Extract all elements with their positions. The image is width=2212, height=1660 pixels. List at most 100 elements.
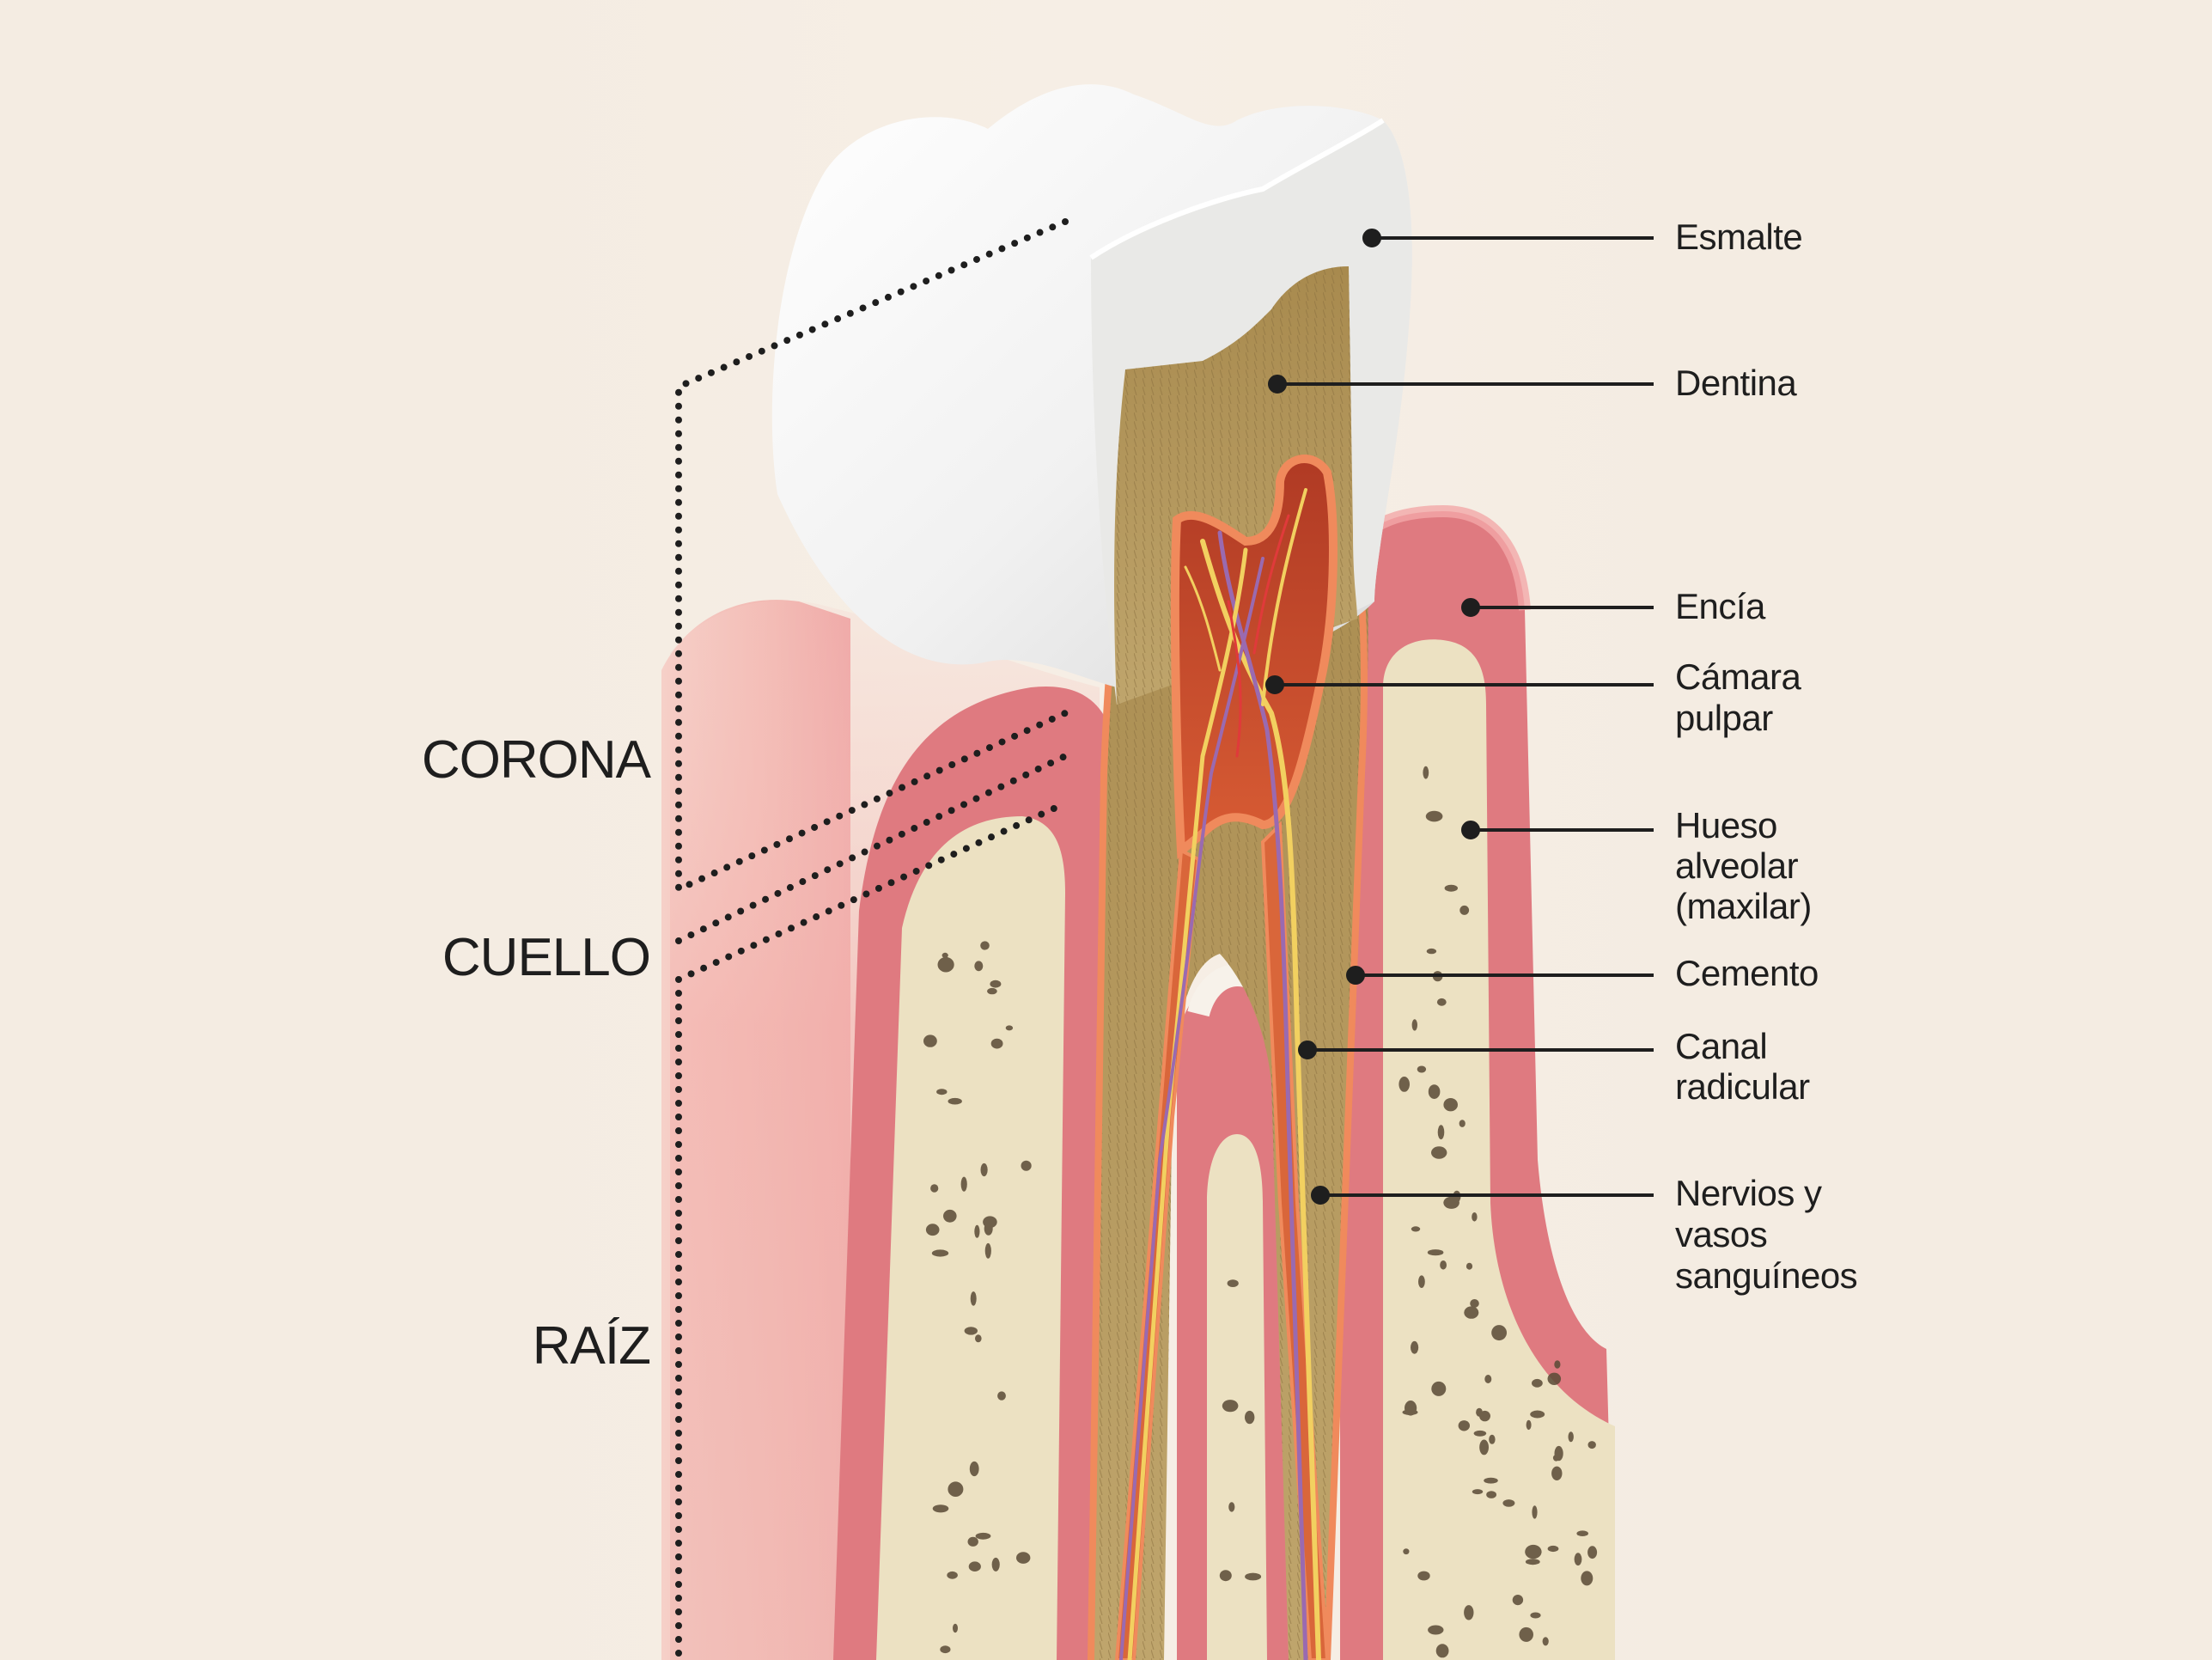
bone-pore bbox=[1479, 1410, 1490, 1422]
bone-pore bbox=[991, 1557, 1000, 1572]
bone-pore bbox=[1519, 1626, 1533, 1642]
bone-pore bbox=[1464, 1605, 1474, 1620]
bone-pore bbox=[1470, 1299, 1479, 1308]
bone-pore bbox=[987, 987, 997, 995]
bone-pore bbox=[1512, 1595, 1524, 1606]
bone-pore bbox=[967, 1536, 978, 1547]
bone-pore bbox=[1526, 1419, 1532, 1431]
bone-pore bbox=[1005, 1025, 1014, 1031]
bone-pore bbox=[930, 1184, 939, 1193]
bone-pore bbox=[1411, 1340, 1419, 1354]
bone-pore bbox=[936, 1089, 948, 1095]
bone-pore bbox=[953, 1623, 958, 1633]
bone-pore bbox=[1219, 1570, 1232, 1582]
label-canal-radicular: Canal radicular bbox=[1675, 1026, 1810, 1107]
label-camara-pulpar: Cámara pulpar bbox=[1675, 656, 1811, 738]
bone-pore bbox=[1227, 1279, 1239, 1287]
bone-pore bbox=[984, 1242, 991, 1259]
bone-pore bbox=[1532, 1505, 1538, 1519]
label-nervios-vasos: Nervios y vasos sanguíneos bbox=[1675, 1173, 1857, 1296]
bone-pore bbox=[970, 1291, 977, 1306]
bone-pore bbox=[1472, 1212, 1478, 1222]
bone-pore bbox=[1525, 1559, 1540, 1565]
bone-pore bbox=[1411, 1019, 1418, 1031]
bone-pore bbox=[1417, 1065, 1427, 1073]
bone-pore bbox=[997, 1391, 1006, 1401]
bone-pore bbox=[975, 1532, 991, 1540]
bone-pore bbox=[1484, 1375, 1492, 1383]
region-label-cuello: CUELLO bbox=[442, 928, 650, 987]
bone-pore bbox=[974, 1224, 980, 1238]
bone-pore bbox=[1423, 766, 1429, 779]
region-label-raiz: RAÍZ bbox=[533, 1316, 650, 1376]
label-esmalte: Esmalte bbox=[1675, 217, 1802, 257]
bone-pore bbox=[931, 1249, 949, 1257]
bone-pore bbox=[1425, 810, 1443, 822]
bone-left bbox=[876, 816, 1065, 1660]
bone-pore bbox=[943, 1209, 957, 1223]
bone-pore bbox=[980, 1163, 988, 1177]
bone-pore bbox=[1464, 1306, 1479, 1319]
bone-pore bbox=[1426, 948, 1437, 955]
bone-pore bbox=[1245, 1410, 1255, 1425]
bone-pore bbox=[937, 956, 954, 973]
bone-pore bbox=[1466, 1262, 1473, 1270]
bone-pore bbox=[1428, 1084, 1441, 1099]
bone-pore bbox=[1403, 1548, 1410, 1555]
bone-pore bbox=[1581, 1571, 1593, 1586]
bone-pore bbox=[925, 1224, 940, 1236]
bone-pore bbox=[1472, 1489, 1484, 1495]
region-label-corona: CORONA bbox=[422, 730, 652, 790]
bone-pore bbox=[1530, 1410, 1545, 1419]
bone-pore bbox=[1554, 1445, 1563, 1462]
bone-pores bbox=[923, 766, 1598, 1658]
bone-pore bbox=[968, 1561, 981, 1572]
bone-pore bbox=[1418, 1275, 1425, 1288]
bone-pore bbox=[960, 1176, 967, 1192]
label-encia: Encía bbox=[1675, 586, 1766, 626]
bone-pore bbox=[990, 1038, 1003, 1049]
bone-pore bbox=[1525, 1544, 1542, 1559]
bone-pore bbox=[1228, 1502, 1235, 1512]
bone-pore bbox=[1587, 1546, 1598, 1559]
bone-pore bbox=[974, 961, 984, 972]
bone-pore bbox=[1554, 1360, 1561, 1369]
bone-pore bbox=[947, 1571, 958, 1579]
bone-pore bbox=[1530, 1612, 1541, 1619]
bone-pore bbox=[1502, 1499, 1515, 1507]
bone-pore bbox=[932, 1504, 949, 1513]
bone-pore bbox=[1459, 1120, 1466, 1127]
bone-pore bbox=[1532, 1378, 1543, 1388]
bone-pore bbox=[1576, 1530, 1588, 1536]
bone-pore bbox=[990, 980, 1002, 988]
label-hueso-alveolar: Hueso alveolar (maxilar) bbox=[1675, 805, 1812, 926]
bone-pore bbox=[1411, 1226, 1421, 1232]
bone-pore bbox=[1435, 1644, 1449, 1658]
bone-pore bbox=[1459, 905, 1470, 915]
bone-pore bbox=[1479, 1439, 1489, 1456]
bone-pore bbox=[923, 1034, 937, 1047]
bone-pore bbox=[948, 1481, 964, 1497]
bone-pore bbox=[1405, 1401, 1417, 1416]
bone-pore bbox=[983, 1216, 997, 1229]
bone-pore bbox=[1021, 1160, 1032, 1171]
bone-pore bbox=[1431, 1146, 1447, 1159]
bone-pore bbox=[1417, 1571, 1430, 1581]
bone-pore bbox=[964, 1327, 978, 1335]
bone-pore bbox=[1547, 1545, 1559, 1553]
bone-pore bbox=[1551, 1466, 1563, 1481]
bone-pore bbox=[1245, 1572, 1262, 1581]
bone-pore bbox=[1473, 1430, 1487, 1437]
bone-pore bbox=[1016, 1552, 1031, 1564]
bone-pore bbox=[1458, 1420, 1471, 1431]
bone-pore bbox=[1574, 1553, 1582, 1566]
bone-pore bbox=[1440, 1260, 1447, 1270]
bone-pore bbox=[1427, 1249, 1444, 1256]
label-cemento: Cemento bbox=[1675, 953, 1819, 993]
bone-right bbox=[1383, 639, 1615, 1660]
bone-pore bbox=[941, 952, 948, 958]
bone-pore bbox=[948, 1097, 962, 1105]
bone-pore bbox=[1398, 1077, 1410, 1092]
bone-pore bbox=[1547, 1372, 1562, 1386]
